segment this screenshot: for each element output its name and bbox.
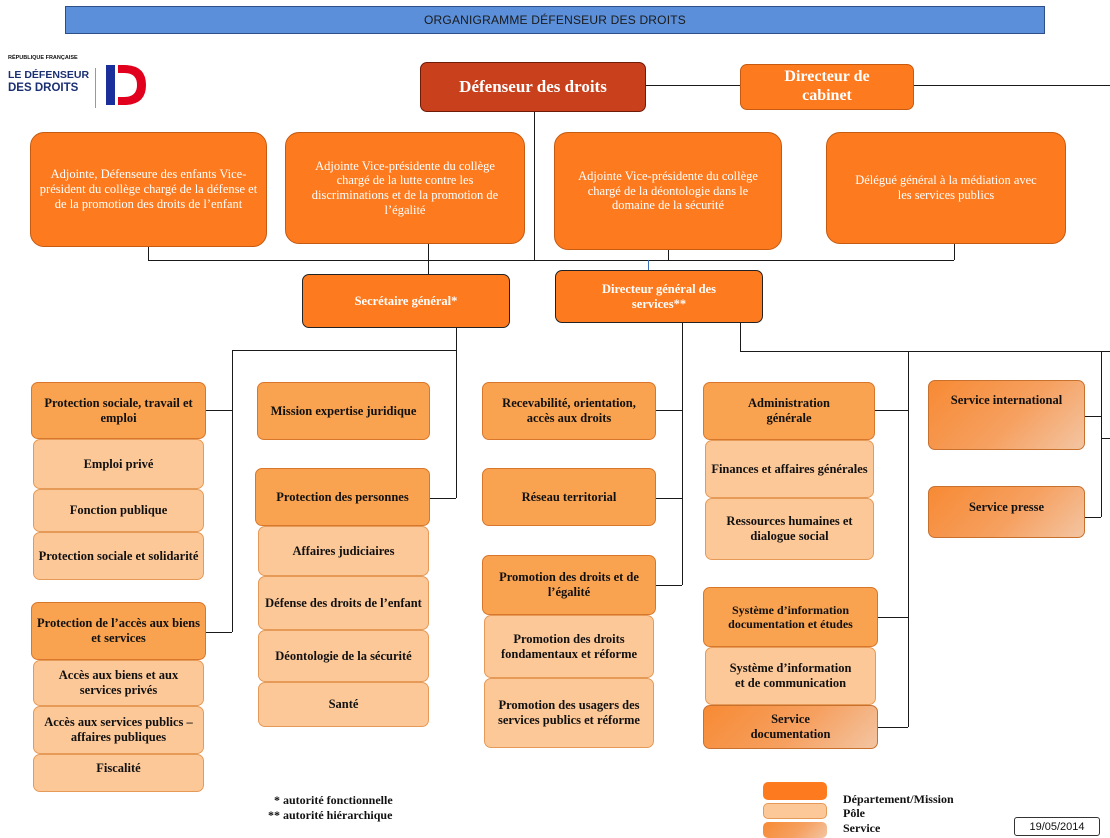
connector <box>1101 438 1110 439</box>
connector <box>430 498 456 499</box>
pole-systeme-information-communication: Système d’information et de communicatio… <box>705 647 876 705</box>
pole-sante: Santé <box>258 682 429 727</box>
legend-swatch-departement <box>763 782 827 800</box>
connector <box>1085 517 1101 518</box>
adjoint-box-deontologie: Adjointe Vice-présidente du collège char… <box>554 132 782 250</box>
pole-finances-affaires-generales: Finances et affaires générales <box>705 440 874 498</box>
page-title: ORGANIGRAMME DÉFENSEUR DES DROITS <box>65 6 1045 34</box>
pole-promotion-usagers: Promotion des usagers des services publi… <box>484 678 654 748</box>
connector <box>148 247 149 260</box>
service-documentation: Service documentation <box>703 705 878 749</box>
connector <box>1101 351 1102 517</box>
connector <box>648 260 649 272</box>
connector <box>456 328 457 350</box>
dgs-box: Directeur général des services** <box>555 270 763 323</box>
service-presse: Service presse <box>928 486 1085 538</box>
dept-administration-generale: Administration générale <box>703 382 875 440</box>
pole-promotion-droits-fondamentaux: Promotion des droits fondamentaux et réf… <box>484 615 654 678</box>
connector <box>1085 416 1101 417</box>
connector <box>456 350 457 498</box>
dept-protection-sociale: Protection sociale, travail et emploi <box>31 382 206 439</box>
connector <box>206 410 232 411</box>
logo-line2: DES DROITS <box>8 82 79 94</box>
pole-defense-droits-enfant: Défense des droits de l’enfant <box>258 576 429 630</box>
pole-emploi-prive: Emploi privé <box>33 439 204 489</box>
legend-label-service: Service <box>843 821 881 835</box>
service-international: Service international <box>928 380 1085 450</box>
connector <box>954 244 955 260</box>
connector <box>534 112 535 260</box>
dept-systeme-information-documentation: Système d’information documentation et é… <box>703 587 878 647</box>
pole-fiscalite: Fiscalité <box>33 754 204 792</box>
pole-protection-sociale-solidarite: Protection sociale et solidarité <box>33 532 204 580</box>
pole-ressources-humaines: Ressources humaines et dialogue social <box>705 498 874 560</box>
connector <box>656 498 682 499</box>
connector <box>428 244 429 260</box>
legend-swatch-service <box>763 822 827 838</box>
connector <box>682 323 683 585</box>
delegue-mediation-box: Délégué général à la médiation avec les … <box>826 132 1066 244</box>
dept-protection-personnes: Protection des personnes <box>255 468 430 526</box>
logo-d-mark <box>102 63 150 107</box>
connector <box>740 351 1110 352</box>
connector <box>428 260 429 274</box>
legend-swatch-pole <box>763 803 827 819</box>
connector <box>148 260 954 261</box>
connector <box>645 85 740 86</box>
adjoint-box-enfants: Adjointe, Défenseure des enfants Vice-pr… <box>30 132 267 247</box>
mission-expertise-juridique: Mission expertise juridique <box>257 382 430 440</box>
footnote-fonctionnelle: * autorité fonctionnelle <box>274 793 393 807</box>
connector <box>232 350 233 632</box>
logo: RÉPUBLIQUE FRANÇAISE LE DÉFENSEUR DES DR… <box>8 55 148 110</box>
connector <box>878 727 908 728</box>
logo-divider <box>95 68 96 108</box>
connector <box>668 250 669 260</box>
dept-recevabilite: Recevabilité, orientation, accès aux dro… <box>482 382 656 440</box>
pole-acces-services-publics: Accès aux services publics – affaires pu… <box>33 706 204 754</box>
legend-label-departement: Département/Mission <box>843 792 954 806</box>
pole-affaires-judiciaires: Affaires judiciaires <box>258 526 429 576</box>
connector <box>232 350 456 351</box>
connector <box>656 585 682 586</box>
connector <box>740 323 741 351</box>
dept-protection-acces-biens: Protection de l’accès aux biens et servi… <box>31 602 206 660</box>
connector <box>878 617 908 618</box>
connector <box>206 632 232 633</box>
pole-deontologie-securite: Déontologie de la sécurité <box>258 630 429 682</box>
secretaire-general-box: Secrétaire général* <box>302 274 510 328</box>
connector <box>656 410 682 411</box>
connector <box>908 351 909 727</box>
dept-promotion-droits-egalite: Promotion des droits et de l’égalité <box>482 555 656 615</box>
connector <box>914 85 1110 86</box>
dept-reseau-territorial: Réseau territorial <box>482 468 656 526</box>
pole-acces-biens-prives: Accès aux biens et aux services privés <box>33 660 204 706</box>
logo-republic-text: RÉPUBLIQUE FRANÇAISE <box>8 55 78 61</box>
footnote-hierarchique: ** autorité hiérarchique <box>268 808 393 822</box>
adjoint-box-discriminations: Adjointe Vice-présidente du collège char… <box>285 132 525 244</box>
logo-line1: LE DÉFENSEUR <box>8 69 90 81</box>
connector <box>875 410 908 411</box>
pole-fonction-publique: Fonction publique <box>33 489 204 532</box>
defenseur-box: Défenseur des droits <box>420 62 646 112</box>
date-stamp: 19/05/2014 <box>1014 817 1100 836</box>
legend-label-pole: Pôle <box>843 806 865 820</box>
cabinet-box: Directeur de cabinet <box>740 64 914 110</box>
